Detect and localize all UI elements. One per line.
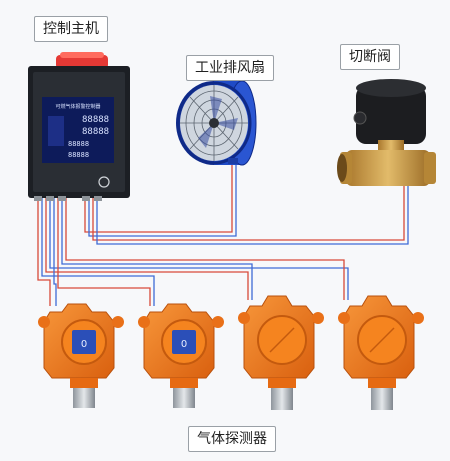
detector-1-ear-left (38, 316, 50, 328)
detector-2-collar (170, 378, 198, 388)
controller-digits-4: 88888 (68, 151, 89, 159)
detector-1-screen (72, 330, 96, 354)
alarm-light-top (60, 52, 104, 58)
controller-terminals (34, 196, 102, 201)
fan-terminal (228, 158, 238, 164)
controller-digits-1: 88888 (82, 115, 109, 125)
alarm-light (56, 55, 108, 69)
wire-bus-red-1 (37, 198, 51, 306)
gas-detector-3 (238, 295, 324, 410)
label-fan: 工业排风扇 (186, 55, 274, 81)
controller-side-indicators (48, 116, 64, 146)
detector-2-screen (172, 330, 196, 354)
valve-connector (353, 111, 367, 125)
detector-3-collar (268, 378, 296, 388)
wire-controller-valve-blue (96, 182, 409, 245)
wire-bus-red-4 (65, 198, 345, 300)
detector-1-ear-right (112, 316, 124, 328)
gas-detector-2: 0 (138, 303, 224, 408)
detector-4-ear-left (338, 312, 350, 324)
gas-detector-1: 0 (38, 303, 124, 408)
detector-4-face-mark (369, 327, 395, 353)
detector-3-ear-left (238, 312, 250, 324)
wire-bus-red-3 (57, 198, 151, 306)
fan-front-rim (176, 81, 252, 165)
label-detectors: 气体探测器 (188, 426, 276, 452)
fan-hub (209, 118, 219, 128)
fan-blades (198, 96, 238, 148)
wire-bus-red-2 (45, 198, 249, 300)
detector-3-ear-right (312, 312, 324, 324)
detector-4-sensor (371, 388, 393, 410)
valve-coil (356, 86, 426, 144)
controller-digits-2: 88888 (82, 127, 109, 137)
wire-controller-fan-red (84, 160, 233, 233)
wire-bus-blue-3 (53, 198, 57, 306)
detector-1-value: 0 (81, 339, 87, 350)
wire-controller-valve-red (92, 182, 405, 241)
valve-port-right (424, 152, 436, 184)
label-valve: 切断阀 (340, 44, 400, 70)
valve-port-hole (337, 154, 347, 182)
detector-2-value: 0 (181, 339, 187, 350)
industrial-fan (176, 80, 257, 166)
controller-unit: 可燃气体报警控制器 88888 88888 88888 88888 (28, 52, 130, 201)
wire-controller-fan-blue (88, 160, 237, 237)
controller-screen-title: 可燃气体报警控制器 (55, 103, 100, 110)
detector-4-ear-right (412, 312, 424, 324)
wire-bus-blue-1 (41, 198, 155, 306)
detector-2-ear-right (212, 316, 224, 328)
power-switch (98, 176, 110, 188)
valve-body (346, 150, 430, 186)
wiring (37, 160, 409, 306)
valve-coil-top (356, 79, 426, 97)
detector-2-sensor (173, 388, 195, 408)
detector-1-sensor (73, 388, 95, 408)
detector-2-ear-left (138, 316, 150, 328)
detector-4-collar (368, 378, 396, 388)
detector-3-face-mark (269, 327, 295, 353)
detector-1-collar (70, 378, 98, 388)
wire-bus-blue-4 (61, 198, 253, 300)
wire-bus-blue-2 (49, 198, 349, 300)
controller-digits-3: 88888 (68, 140, 89, 148)
detector-3-sensor (271, 388, 293, 410)
label-controller: 控制主机 (34, 16, 108, 42)
shutoff-valve (337, 79, 436, 186)
gas-detector-4 (338, 295, 424, 410)
